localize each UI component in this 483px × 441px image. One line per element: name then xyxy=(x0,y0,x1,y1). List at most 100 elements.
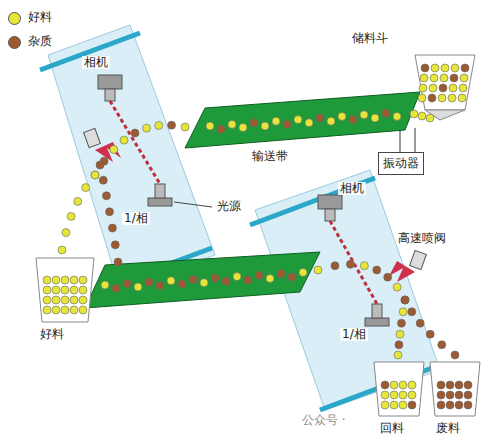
particle xyxy=(143,124,151,132)
leader-line xyxy=(174,202,212,207)
particle xyxy=(79,306,87,314)
particle xyxy=(189,275,197,283)
particle xyxy=(288,273,296,281)
particle xyxy=(112,284,120,292)
particle xyxy=(316,114,324,122)
part-label: 相机 xyxy=(82,56,110,69)
bin-node: 回料 xyxy=(380,420,404,437)
particle xyxy=(399,391,407,399)
bin xyxy=(430,362,480,416)
particle xyxy=(131,129,139,137)
particle xyxy=(421,64,429,72)
particle xyxy=(67,212,75,220)
particle xyxy=(455,381,463,389)
particle xyxy=(134,283,142,291)
bin-node: 废料 xyxy=(436,420,460,437)
particle xyxy=(446,391,454,399)
part-label: 相机 xyxy=(338,182,366,195)
particle xyxy=(228,120,236,128)
particle xyxy=(101,281,109,289)
particle xyxy=(114,258,122,266)
particle xyxy=(373,266,381,274)
particle xyxy=(441,64,449,72)
particle xyxy=(393,112,401,120)
particle xyxy=(62,229,70,237)
particle xyxy=(393,283,401,291)
light-beam xyxy=(330,221,377,304)
particle xyxy=(178,280,186,288)
particle xyxy=(255,271,263,279)
particle xyxy=(239,124,247,132)
particle xyxy=(43,286,51,294)
particle xyxy=(459,84,467,92)
panel-bar xyxy=(40,33,140,70)
particle xyxy=(43,306,51,314)
particle xyxy=(294,116,302,124)
node-text: 储料斗 xyxy=(352,30,388,47)
particle xyxy=(61,276,69,284)
particle xyxy=(52,276,60,284)
particle xyxy=(91,171,99,179)
particle xyxy=(120,136,128,144)
particle xyxy=(168,121,176,129)
particle xyxy=(418,94,426,102)
panel-bar xyxy=(250,178,375,225)
particle xyxy=(314,266,322,274)
node-text: 振动器 xyxy=(383,155,419,172)
particle xyxy=(408,391,416,399)
particle xyxy=(428,94,436,102)
legend-swatch xyxy=(8,36,21,49)
particle xyxy=(206,122,214,130)
particle xyxy=(61,296,69,304)
vibrator-leg xyxy=(415,128,416,152)
particle xyxy=(79,296,87,304)
particle xyxy=(399,381,407,389)
particle xyxy=(266,275,274,283)
particle xyxy=(283,120,291,128)
particle xyxy=(155,122,163,130)
particle xyxy=(217,125,225,133)
bin-node: 好料 xyxy=(40,326,64,343)
particle xyxy=(52,296,60,304)
particle xyxy=(408,381,416,389)
light-source xyxy=(365,304,389,326)
particle xyxy=(108,224,116,232)
particle xyxy=(327,117,335,125)
particle xyxy=(123,280,131,288)
legend-swatch xyxy=(8,12,21,25)
particle xyxy=(58,246,66,254)
legend-text: 好料 xyxy=(28,11,52,24)
particle xyxy=(438,341,446,349)
particle xyxy=(410,110,418,118)
particle xyxy=(390,401,398,409)
particle xyxy=(384,273,392,281)
particle xyxy=(222,277,230,285)
particle xyxy=(439,84,447,92)
particle xyxy=(399,401,407,409)
particle xyxy=(43,276,51,284)
inspection-panel xyxy=(48,25,215,290)
particle xyxy=(401,296,409,304)
particle xyxy=(250,119,258,127)
part-label: 光源 xyxy=(215,200,243,213)
part-label: 1/相 xyxy=(122,212,150,225)
particle xyxy=(401,296,409,304)
particle xyxy=(451,351,459,359)
particle xyxy=(52,286,60,294)
particle xyxy=(61,286,69,294)
particle xyxy=(390,391,398,399)
particle xyxy=(418,112,426,120)
particle xyxy=(244,276,252,284)
legend-text: 杂质 xyxy=(28,35,52,48)
particle xyxy=(261,122,269,130)
particle xyxy=(74,197,82,205)
particle xyxy=(440,74,448,82)
particle xyxy=(449,84,457,92)
bin xyxy=(36,258,94,322)
particle xyxy=(464,391,472,399)
particle xyxy=(451,64,459,72)
particle xyxy=(429,84,437,92)
particle xyxy=(181,123,189,131)
